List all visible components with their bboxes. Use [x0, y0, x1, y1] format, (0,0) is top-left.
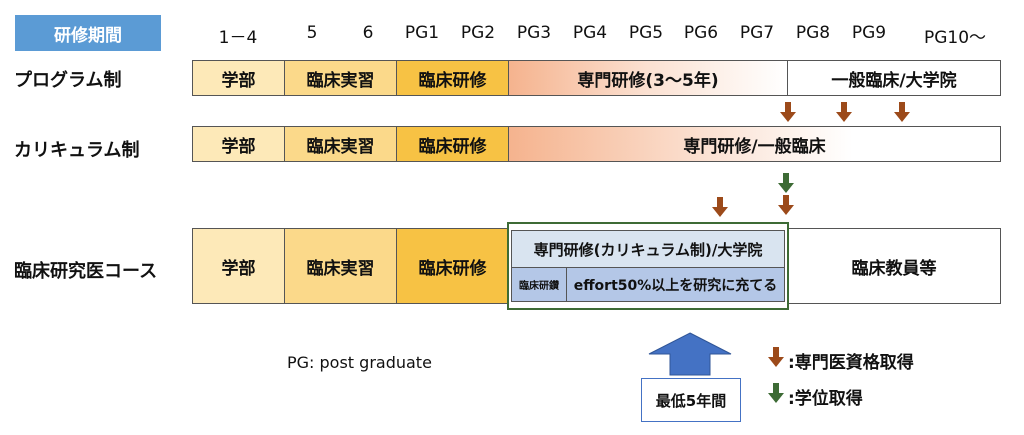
legend-degree: :学位取得 [788, 389, 863, 409]
pg-footnote: PG: post graduate [287, 353, 432, 372]
block-gakubu: 学部 [192, 228, 285, 304]
green-arrow-icon [768, 383, 784, 403]
block-faculty: 臨床教員等 [787, 228, 1001, 304]
brown-arrow-icon [778, 195, 794, 215]
up-arrow-icon [648, 332, 732, 376]
block-rinsho-jisshu: 臨床実習 [284, 126, 397, 162]
brown-arrow-icon [712, 197, 728, 217]
block-rinsho-jisshu: 臨床実習 [284, 228, 397, 304]
block-rinsho-jisshu: 臨床実習 [284, 60, 397, 96]
period-title: 研修期間 [15, 15, 161, 51]
pg-label: PG2 [460, 23, 496, 43]
block-senmon-kenshu: 専門研修(3～5年) [508, 60, 788, 96]
pg-label: PG8 [795, 23, 831, 43]
row-label-curriculum: カリキュラム制 [14, 140, 140, 161]
block-senmon-curriculum-grad: 専門研修(カリキュラム制)/大学院 [511, 230, 785, 268]
block-general-clinical: 一般臨床/大学院 [787, 60, 1001, 96]
block-senmon-general: 専門研修/一般臨床 [508, 126, 1001, 162]
pg-label: PG10～ [923, 28, 987, 48]
row-label-course: 臨床研究医コース [14, 261, 158, 282]
pg-label: 6 [362, 23, 374, 43]
block-rinsho-kenshu: 臨床研修 [396, 126, 509, 162]
block-rinsho-kenshu: 臨床研修 [396, 228, 509, 304]
pg-label: 1－4 [218, 28, 258, 48]
row-label-program: プログラム制 [14, 70, 122, 91]
pg-label: PG4 [572, 23, 608, 43]
block-rinsho-kenshu: 臨床研修 [396, 60, 509, 96]
block-effort-research: effort50%以上を研究に充てる [566, 267, 785, 302]
green-arrow-icon [778, 173, 794, 193]
pg-label: PG1 [404, 23, 440, 43]
brown-arrow-icon [894, 102, 910, 122]
block-gakubu: 学部 [192, 126, 285, 162]
pg-label: 5 [306, 23, 318, 43]
pg-label: PG3 [516, 23, 552, 43]
pg-label: PG7 [739, 23, 775, 43]
pg-label: PG6 [683, 23, 719, 43]
min-duration-label: 最低5年間 [641, 378, 741, 422]
brown-arrow-icon [768, 347, 784, 367]
block-rinsho-kensan: 臨床研鑽 [511, 267, 567, 302]
research-course-frame: 専門研修(カリキュラム制)/大学院 臨床研鑽 effort50%以上を研究に充て… [507, 222, 789, 310]
pg-label: PG9 [851, 23, 887, 43]
brown-arrow-icon [836, 102, 852, 122]
block-gakubu: 学部 [192, 60, 285, 96]
brown-arrow-icon [780, 102, 796, 122]
legend-specialist: :専門医資格取得 [788, 353, 914, 373]
pg-label: PG5 [628, 23, 664, 43]
